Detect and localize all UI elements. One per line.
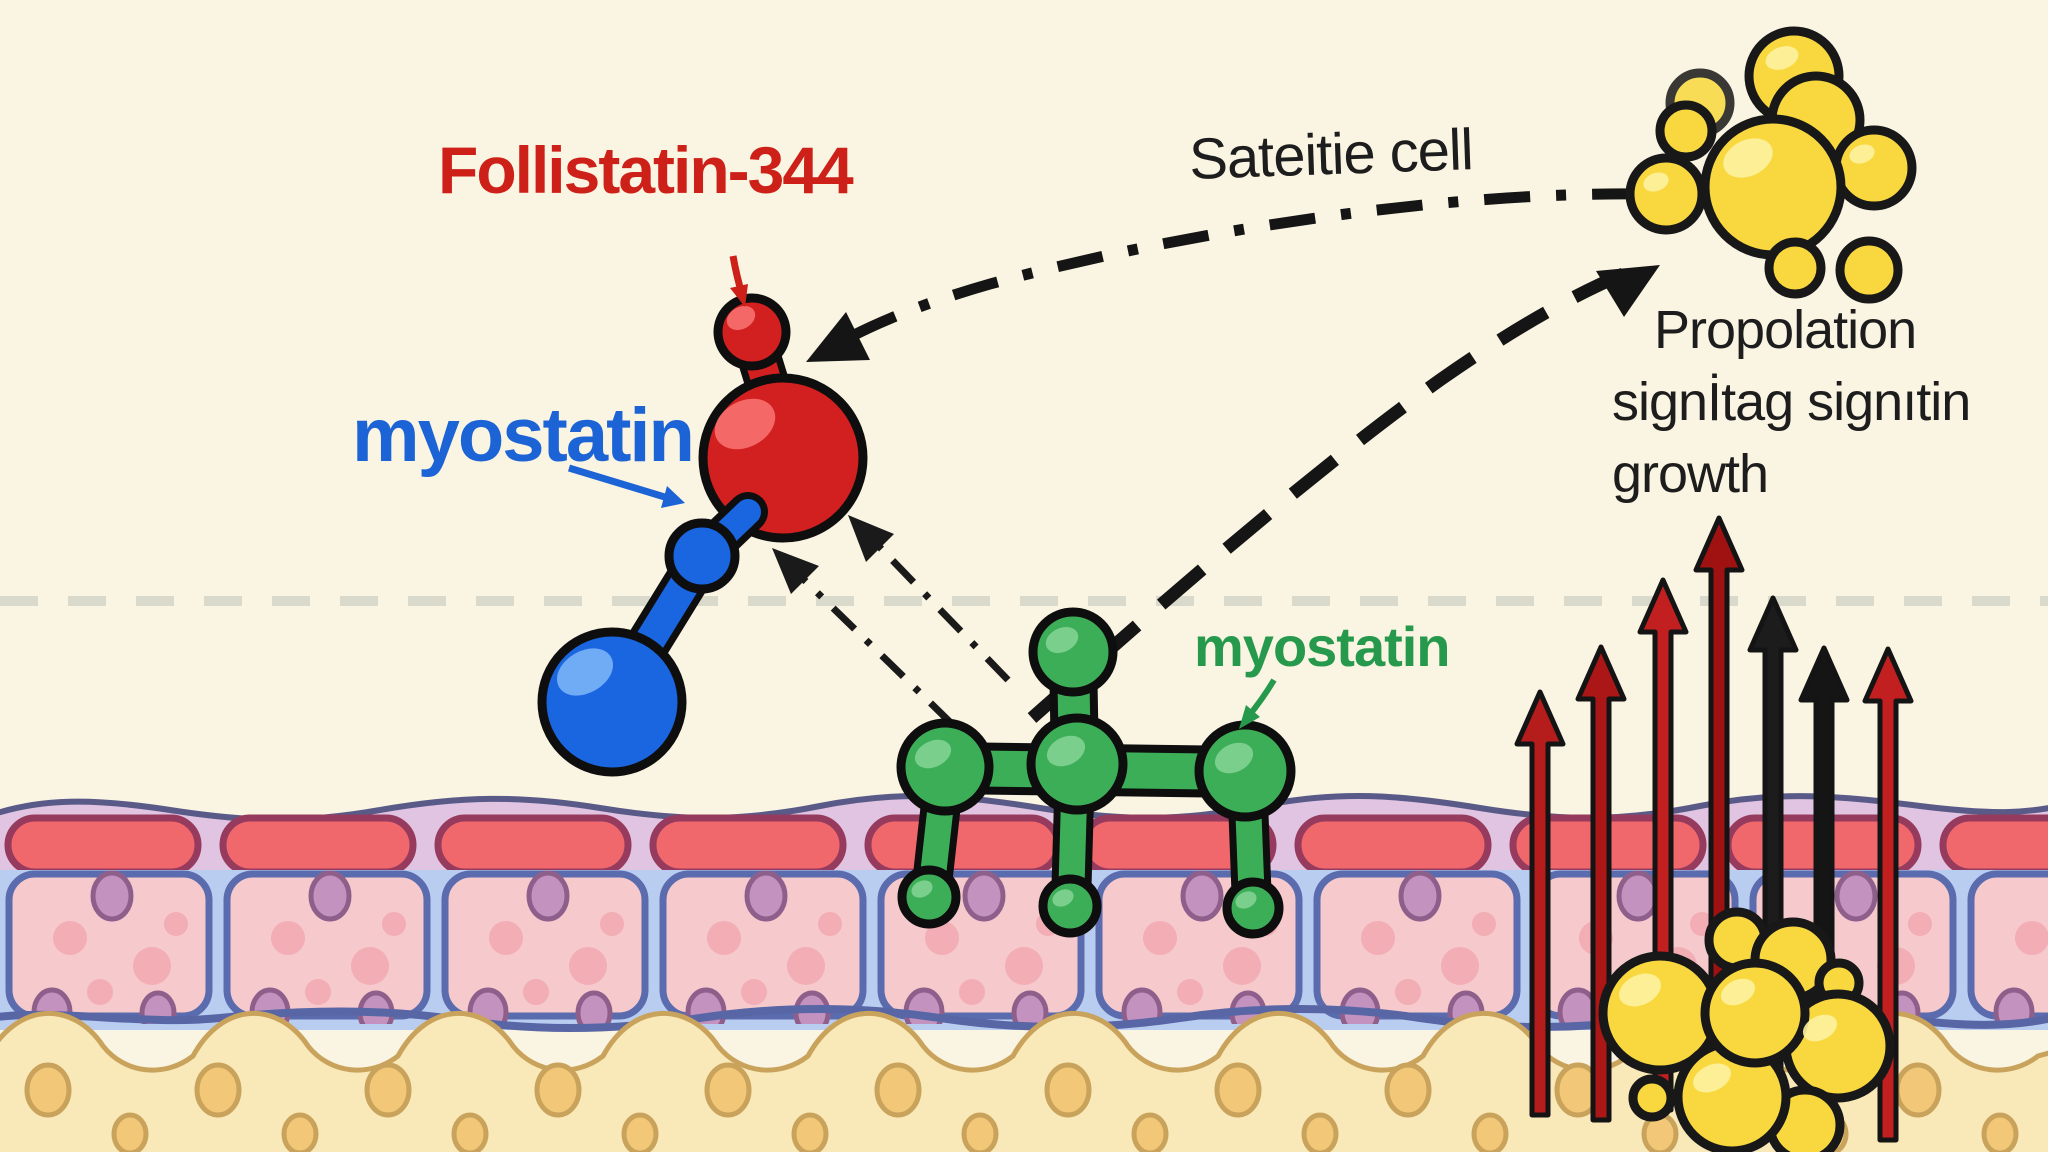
arrowhead-icon	[1596, 265, 1660, 317]
satellite-cell-label: Sateitie cell	[1188, 117, 1474, 192]
proliferation-label-line1: Propolation	[1654, 300, 1917, 360]
arrowhead-icon	[848, 515, 894, 562]
growth-arrow	[1862, 646, 1914, 1143]
arrowhead-icon	[730, 284, 748, 307]
follistatin-label-arrow	[729, 255, 748, 307]
satellite-cell-cluster	[1625, 26, 1917, 304]
growth-arrow	[1575, 644, 1627, 1123]
signal-arrow-satellite-to-follistatin	[806, 188, 1639, 362]
arrowhead-icon	[806, 312, 870, 362]
myostatin-green-label: myostatin	[1194, 615, 1450, 678]
arrowhead-icon	[1239, 705, 1260, 729]
proliferation-label: Propolation signİtag signıtin growth	[1612, 294, 1971, 510]
myostatin-green-molecule	[896, 607, 1296, 939]
growth-arrow	[1514, 689, 1566, 1118]
myostatin-blue-label: myostatin	[352, 393, 695, 478]
arrowhead-icon	[661, 486, 685, 508]
new-satellite-cell-cluster	[1598, 907, 1895, 1152]
arrowhead-icon	[772, 548, 819, 594]
myostatin-green-label-arrow	[1239, 678, 1277, 729]
myostatin-blue-molecule	[537, 492, 768, 777]
proliferation-label-line2: signİtag signıtin	[1612, 372, 1971, 432]
inhibition-arrow-upper	[848, 515, 1011, 683]
follistatin-label: Follistatin-344	[438, 133, 854, 207]
myostatin-blue-label-arrow	[567, 464, 685, 508]
proliferation-label-line3: growth	[1612, 444, 1769, 504]
inhibition-arrow-lower	[772, 548, 955, 727]
